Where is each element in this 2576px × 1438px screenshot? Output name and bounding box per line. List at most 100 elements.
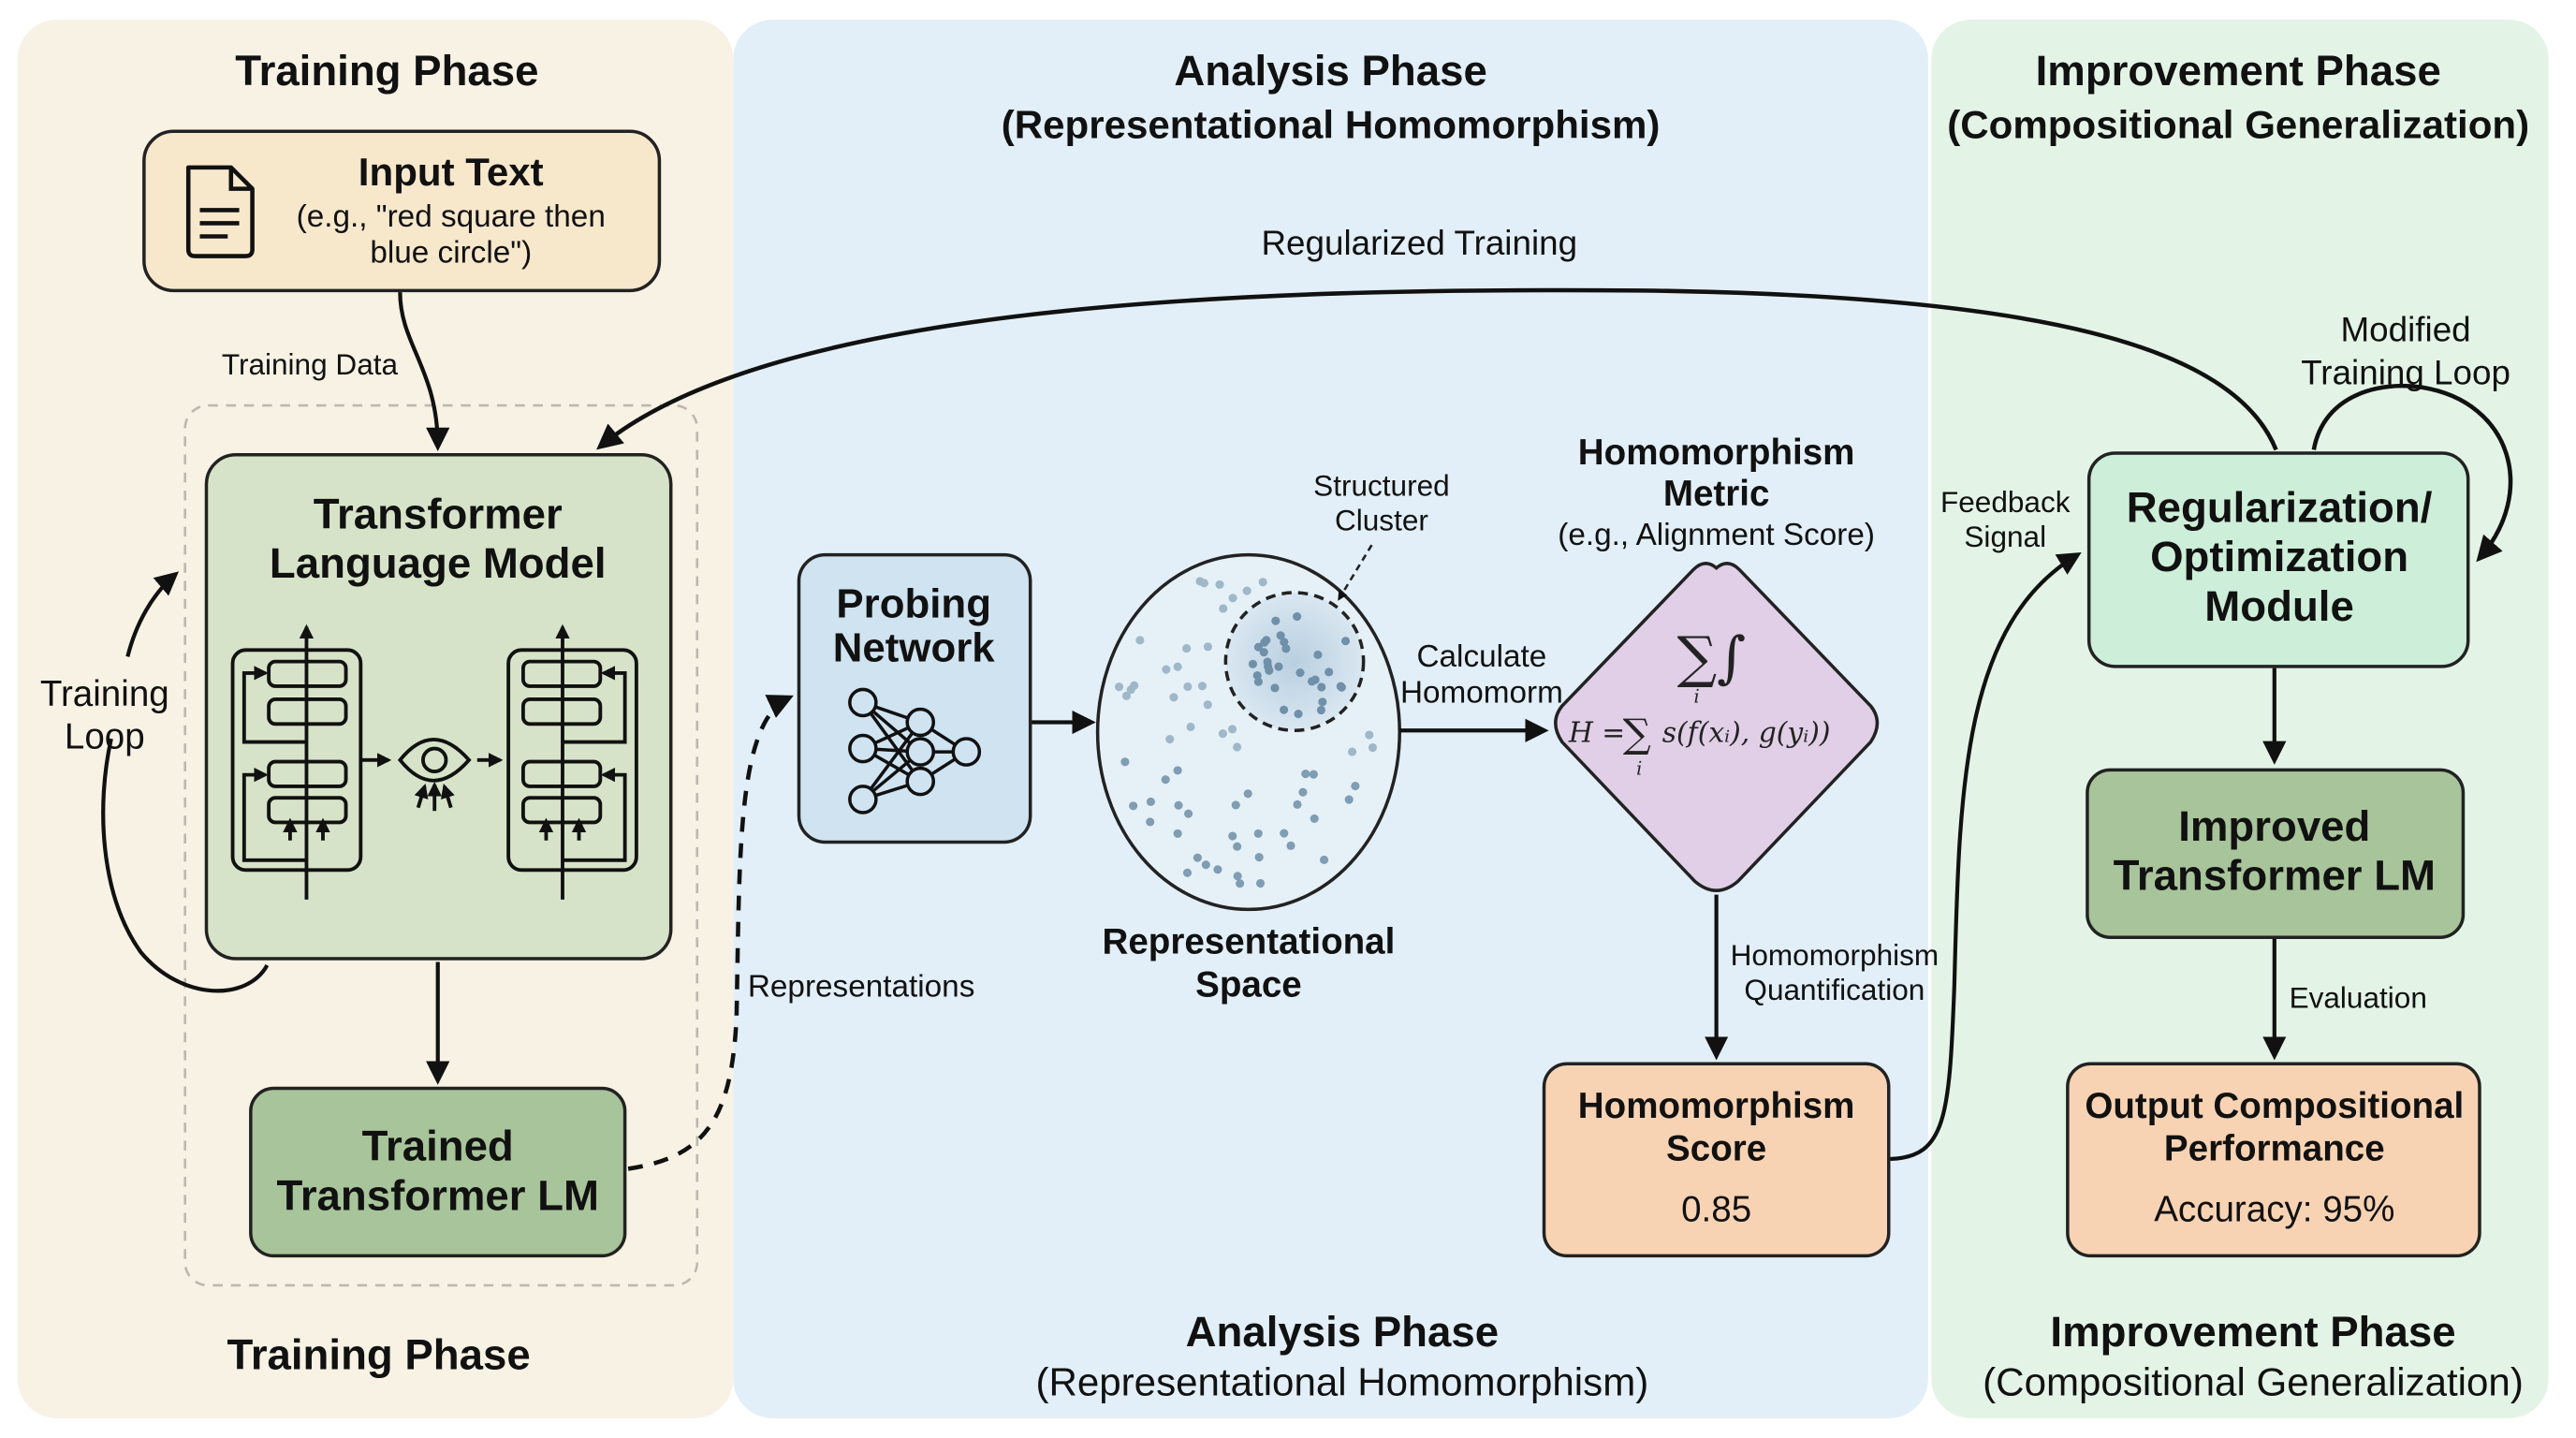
data-point [1184,809,1193,818]
data-point [1228,725,1237,734]
data-point [1293,612,1302,622]
trained-title-1: Trained [362,1123,514,1170]
data-point [1242,586,1251,595]
data-point [1126,685,1135,695]
data-point [1182,868,1193,877]
modified-loop-label-2: Training Loop [2301,353,2510,391]
data-point [1218,729,1227,739]
data-point [1368,742,1378,753]
data-point [1309,770,1318,779]
data-point [1173,829,1182,838]
training-loop-label-2: Loop [65,717,145,757]
representations-label: Representations [748,969,974,1004]
data-point [1276,631,1285,640]
output-title-2: Performance [2164,1129,2385,1169]
metric-formula-lhs: H = [1568,717,1625,750]
evaluation-label: Evaluation [2290,981,2427,1015]
data-point [1258,578,1267,587]
data-point [1186,722,1195,731]
data-point [1121,691,1132,700]
trained-title-2: Transformer LM [276,1171,598,1219]
homomorphism-metric-node[interactable]: ∑∫ i H = ∑ i s(f(xᵢ), g(yᵢ)) [1554,562,1880,892]
data-point [1228,594,1237,603]
modified-loop-label-1: Modified [2341,311,2471,349]
output-performance-node[interactable]: Output Compositional Performance Accurac… [2066,1062,2481,1258]
homomorphism-score-node[interactable]: Homomorphism Score 0.85 [1542,1062,1891,1258]
input-text-node[interactable]: Input Text (e.g., "red square then blue … [142,129,662,293]
data-point [1274,662,1283,671]
data-point [1231,800,1240,810]
input-text-example-1: (e.g., "red square then [297,199,606,234]
probing-network-node[interactable]: Probing Network [797,552,1032,844]
neural-network-icon [848,687,982,814]
data-point [1135,636,1145,645]
training-phase-title: Training Phase [235,47,538,95]
output-accuracy: Accuracy: 95% [2154,1190,2394,1230]
data-point [1146,797,1155,806]
metric-title-1: Homomorphism [1578,433,1855,473]
data-point [1318,697,1327,707]
quantification-label-1: Homomorphism [1731,938,1939,972]
data-point [1173,662,1182,671]
data-point [1262,636,1271,645]
data-point [1197,682,1208,691]
data-point [1313,650,1323,659]
data-point [1162,665,1171,674]
calculate-label-1: Calculate [1416,639,1546,674]
data-point [1253,642,1263,652]
data-point [1115,682,1124,692]
representational-space[interactable] [1095,552,1401,912]
calculate-label-2: Homomorm [1400,675,1563,710]
analysis-phase-footer: Analysis Phase [1186,1308,1499,1356]
document-icon [185,165,255,258]
data-point [1253,677,1263,686]
data-point [1243,789,1252,799]
data-point [1129,801,1138,811]
data-point [1348,747,1357,756]
training-loop-arrow-head [125,571,180,657]
transformer-lm-node[interactable]: Transformer Language Model [204,452,673,961]
data-point [1228,831,1237,841]
data-point [1280,638,1289,647]
score-title-1: Homomorphism [1578,1086,1855,1126]
data-point [1120,757,1130,767]
transformer-title-1: Transformer [314,491,563,538]
rep-space-title-1: Representational [1102,922,1395,962]
improved-title-2: Transformer LM [2114,851,2436,899]
data-point [1254,853,1264,862]
improved-title-1: Improved [2178,802,2370,850]
regularization-title-1: Regularization/ [2127,484,2433,532]
data-point [1182,644,1192,653]
feedback-label-1: Feedback [1940,485,2071,519]
training-data-arrow [398,292,450,451]
modified-training-loop-arrow [2311,383,2513,563]
data-point [1259,648,1268,657]
data-point [1193,853,1202,862]
regularized-training-label: Regularized Training [1261,224,1577,262]
regularization-title-3: Module [2204,582,2354,630]
training-loop-arrow [101,738,270,993]
structured-cluster [1223,591,1366,733]
data-point [1233,742,1242,752]
data-point [1271,616,1281,625]
quantification-label-2: Quantification [1744,973,1925,1006]
transformer-title-2: Language Model [270,539,607,587]
data-points [1115,577,1378,888]
data-point [1183,682,1193,692]
metric-sub-i: i [1694,685,1700,707]
score-title-2: Score [1666,1129,1766,1169]
regularization-module-node[interactable]: Regularization/ Optimization Module [2086,451,2470,668]
data-point [1310,814,1319,823]
data-point [1298,787,1308,797]
data-point [1215,580,1224,589]
data-point [1169,693,1178,702]
trained-transformer-node[interactable]: Trained Transformer LM [249,1086,627,1258]
metric-symbols: ∑∫ [1677,625,1747,690]
improved-transformer-node[interactable]: Improved Transformer LM [2086,768,2466,939]
cluster-label-2: Cluster [1335,503,1428,536]
improvement-phase-subtitle: (Compositional Generalization) [1947,102,2529,146]
data-point [1317,682,1326,692]
analysis-phase-title: Analysis Phase [1174,47,1486,95]
data-point [1308,677,1317,686]
